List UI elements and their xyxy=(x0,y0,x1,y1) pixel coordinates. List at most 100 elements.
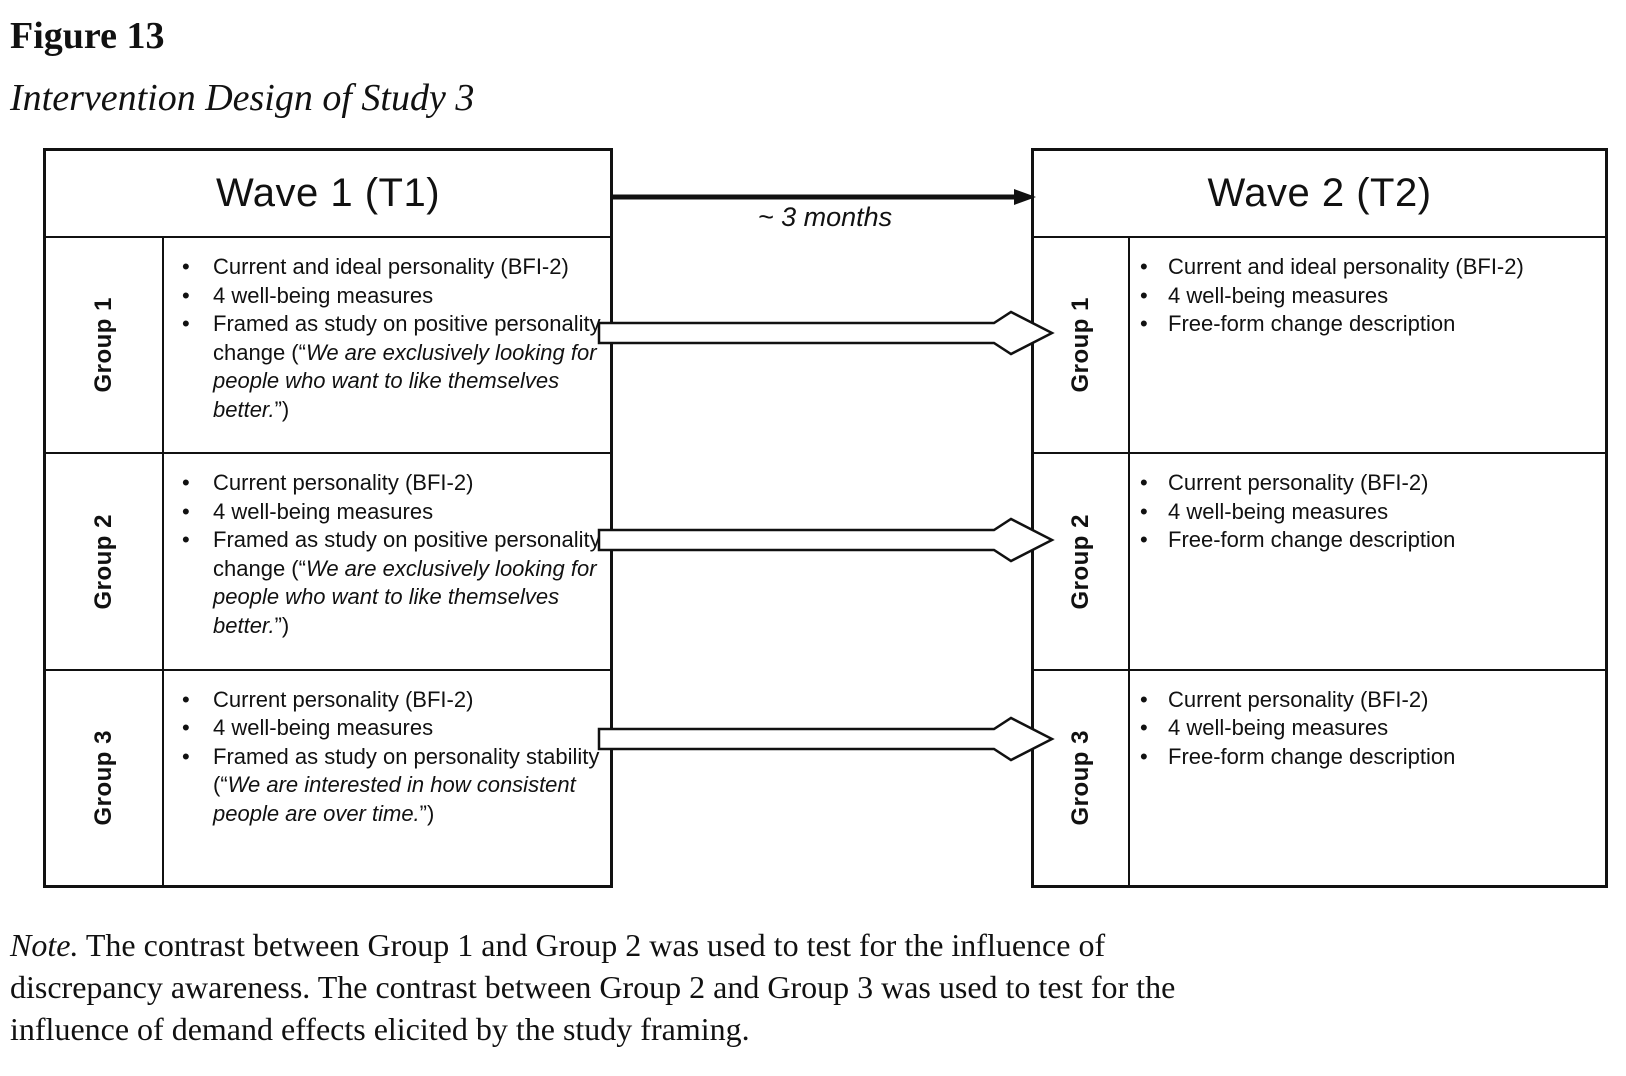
bullet-text: Framed as study on positive personality … xyxy=(213,526,606,640)
note-prefix: Note. xyxy=(10,927,79,963)
wave2-group3-label-cell: Group 3 xyxy=(1034,670,1130,885)
note-line-2: discrepancy awareness. The contrast betw… xyxy=(10,969,1176,1005)
wave2-group1-content: • Current and ideal personality (BFI-2) … xyxy=(1130,238,1605,452)
bullet-text-plain: Current and ideal personality (BFI-2) xyxy=(1168,254,1524,279)
wave1-group1-content: • Current and ideal personality (BFI-2) … xyxy=(164,238,610,452)
bullet-text: Framed as study on personality stability… xyxy=(213,743,606,829)
wave1-group2-content: • Current personality (BFI-2) • 4 well-b… xyxy=(164,454,610,668)
group-label: Group 1 xyxy=(1067,297,1094,393)
group-label: Group 3 xyxy=(1067,730,1094,826)
group-label: Group 2 xyxy=(90,513,117,610)
figure-note: Note. The contrast between Group 1 and G… xyxy=(10,924,1590,1050)
bullet-icon: • xyxy=(1140,282,1148,308)
bullet-text: 4 well-being measures xyxy=(213,714,606,743)
bullet-text: Current and ideal personality (BFI-2) xyxy=(213,253,606,282)
bullet-icon: • xyxy=(182,498,190,524)
note-line-3: influence of demand effects elicited by … xyxy=(10,1011,750,1047)
group-label: Group 1 xyxy=(90,297,117,393)
group2-transition-arrow-icon xyxy=(597,517,1055,563)
bullet-text: Free-form change description xyxy=(1168,526,1601,555)
bullet-text-italic: We are exclusively looking for people wh… xyxy=(213,339,597,422)
bullet-text-plain: Current personality (BFI-2) xyxy=(213,686,474,712)
wave1-table: Wave 1 (T1) Group 1 • Current and ideal … xyxy=(43,148,613,888)
wave2-header: Wave 2 (T2) xyxy=(1034,151,1605,238)
bullet-text-plain: Free-form change description xyxy=(1168,311,1456,336)
bullet-text: Free-form change description xyxy=(1168,310,1601,339)
bullet-icon: • xyxy=(1140,311,1148,336)
bullet-icon: • xyxy=(1140,470,1148,496)
bullet-text-plain: Framed as study on personality stability… xyxy=(213,743,600,798)
wave1-group3-label-cell: Group 3 xyxy=(46,670,164,885)
bullet-text: 4 well-being measures xyxy=(213,282,606,311)
wave2-group1-label-cell: Group 1 xyxy=(1034,238,1130,453)
figure-label: Figure 13 xyxy=(10,15,165,57)
bullet-text-plain: 4 well-being measures xyxy=(1168,282,1389,308)
months-label: ~ 3 months xyxy=(757,202,893,232)
group-label: Group 3 xyxy=(90,730,117,826)
bullet-text-plain: Current and ideal personality (BFI-2) xyxy=(213,254,569,279)
bullet-icon: • xyxy=(1140,715,1148,741)
wave2-table: Wave 2 (T2) Group 1 • Current and ideal … xyxy=(1031,148,1608,888)
bullet-item: • Free-form change description xyxy=(1140,526,1601,555)
bullet-text-plain: 4 well-being measures xyxy=(1168,715,1389,741)
bullet-text: 4 well-being measures xyxy=(1168,498,1601,527)
bullet-icon: • xyxy=(182,254,190,279)
group1-transition-arrow-icon xyxy=(597,310,1055,356)
bullet-item: • Current personality (BFI-2) xyxy=(182,686,606,715)
bullet-icon: • xyxy=(1140,498,1148,524)
bullet-item: • Free-form change description xyxy=(1140,743,1601,772)
timeline-arrow-icon xyxy=(613,189,1036,205)
bullet-text-plain: Free-form change description xyxy=(1168,743,1456,769)
wave2-group1-row: Group 1 • Current and ideal personality … xyxy=(1034,238,1605,455)
bullet-icon: • xyxy=(182,743,190,769)
figure-title: Intervention Design of Study 3 xyxy=(10,77,475,119)
bullet-text-plain: 4 well-being measures xyxy=(213,715,434,741)
bullet-text-plain: ”) xyxy=(419,800,435,826)
bullet-text-italic: We are interested in how consistent peop… xyxy=(213,772,576,826)
bullet-text: Free-form change description xyxy=(1168,743,1601,772)
bullet-item: • 4 well-being measures xyxy=(1140,282,1601,311)
bullet-text: Framed as study on positive personality … xyxy=(213,310,606,424)
bullet-item: • Framed as study on personality stabili… xyxy=(182,743,606,829)
bullet-item: • Current personality (BFI-2) xyxy=(1140,469,1601,498)
wave2-group2-content: • Current personality (BFI-2) • 4 well-b… xyxy=(1130,454,1605,668)
wave2-group2-row: Group 2 • Current personality (BFI-2) • … xyxy=(1034,454,1605,671)
bullet-item: • 4 well-being measures xyxy=(182,282,606,311)
wave1-group1-label-cell: Group 1 xyxy=(46,238,164,453)
bullet-icon: • xyxy=(182,470,190,496)
bullet-text-plain: Current personality (BFI-2) xyxy=(1168,470,1429,496)
bullet-text: Current personality (BFI-2) xyxy=(1168,686,1601,715)
bullet-text: Current personality (BFI-2) xyxy=(1168,469,1601,498)
bullet-text-plain: ”) xyxy=(274,396,290,422)
bullet-text: 4 well-being measures xyxy=(1168,714,1601,743)
wave2-group3-row: Group 3 • Current personality (BFI-2) • … xyxy=(1034,670,1605,885)
wave1-group3-content: • Current personality (BFI-2) • 4 well-b… xyxy=(164,671,610,885)
bullet-text-italic: We are exclusively looking for people wh… xyxy=(213,555,597,638)
bullet-text-plain: 4 well-being measures xyxy=(1168,498,1389,524)
bullet-icon: • xyxy=(182,715,190,741)
wave1-group2-label-cell: Group 2 xyxy=(46,454,164,669)
bullet-text: 4 well-being measures xyxy=(1168,282,1601,311)
bullet-text-plain: Framed as study on positive personality … xyxy=(213,311,601,365)
bullet-icon: • xyxy=(1140,254,1148,279)
bullet-item: • 4 well-being measures xyxy=(182,714,606,743)
bullet-text: Current and ideal personality (BFI-2) xyxy=(1168,253,1601,282)
bullet-text: Current personality (BFI-2) xyxy=(213,686,606,715)
note-line-1: Note. The contrast between Group 1 and G… xyxy=(10,924,1590,966)
note-text: The contrast between Group 1 and Group 2… xyxy=(78,927,1106,963)
bullet-item: • Free-form change description xyxy=(1140,310,1601,339)
bullet-text: Current personality (BFI-2) xyxy=(213,469,606,498)
wave2-group2-label-cell: Group 2 xyxy=(1034,454,1130,669)
group-label: Group 2 xyxy=(1067,513,1094,610)
bullet-icon: • xyxy=(182,311,190,336)
bullet-item: • Framed as study on positive personalit… xyxy=(182,526,606,640)
bullet-text: 4 well-being measures xyxy=(213,498,606,527)
bullet-icon: • xyxy=(182,282,190,308)
bullet-text-plain: 4 well-being measures xyxy=(213,282,434,308)
bullet-item: • 4 well-being measures xyxy=(1140,498,1601,527)
wave1-group1-row: Group 1 • Current and ideal personality … xyxy=(46,238,610,455)
bullet-item: • Current personality (BFI-2) xyxy=(182,469,606,498)
group3-transition-arrow-icon xyxy=(597,716,1055,762)
bullet-text-plain: ”) xyxy=(274,612,290,638)
